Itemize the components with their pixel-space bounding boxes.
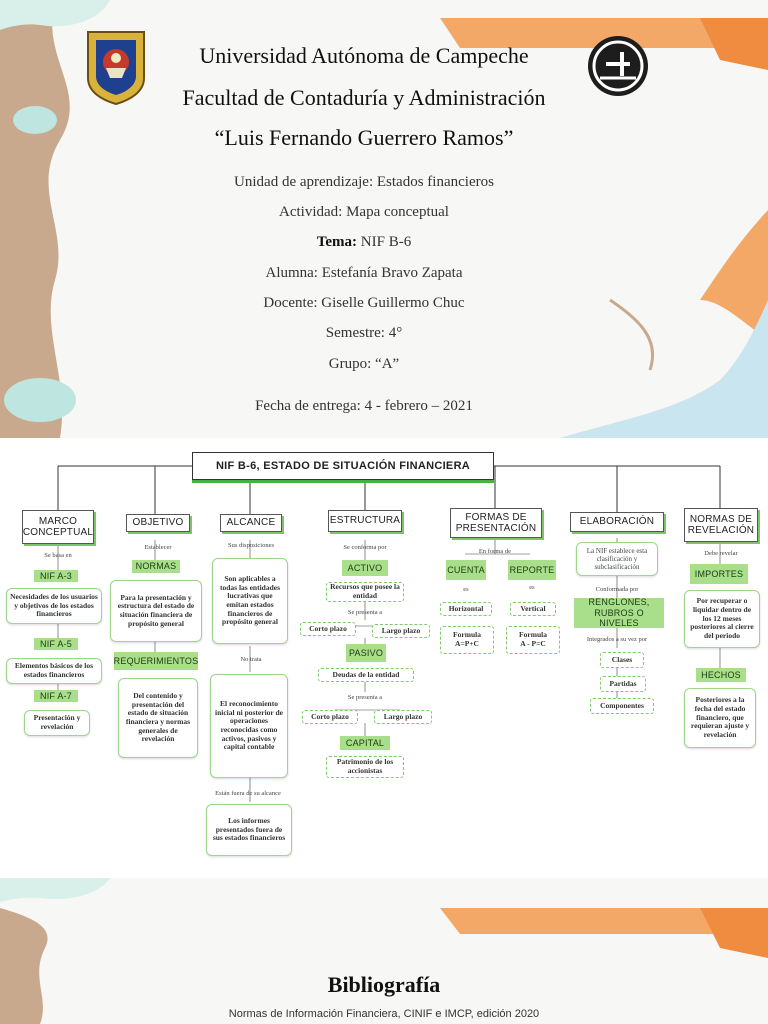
importes-tag: IMPORTES	[690, 564, 748, 584]
bibliography-slide: Bibliografía Normas de Información Finan…	[0, 878, 768, 1024]
nif-a5-tag: NIF A-5	[34, 638, 78, 650]
alcance-card-2: El reconocimiento inicial ni posterior d…	[210, 674, 288, 778]
bibliography-title: Bibliografía	[327, 972, 441, 997]
marco-conceptual-head: MARCO CONCEPTUAL	[22, 510, 94, 544]
requerimientos-tag: REQUERIMIENTOS	[114, 652, 198, 670]
estructura-head: ESTRUCTURA	[328, 510, 402, 532]
semester-line: Semestre: 4°	[325, 325, 403, 341]
clases-card: Clases	[600, 652, 644, 668]
normas-tag: NORMAS	[132, 560, 180, 573]
activo-tag: ACTIVO	[342, 560, 388, 576]
alcance-connector-3: Están fuera de su alcance	[215, 790, 281, 797]
activo-card: Recursos que posee la entidad	[326, 582, 404, 602]
normas-card: Para la presentación y estructura del es…	[110, 580, 202, 642]
objetivo-head: OBJETIVO	[126, 514, 190, 532]
faculty-honor-name: “Luis Fernando Guerrero Ramos”	[214, 125, 514, 150]
importes-card: Por recuperar o liquidar dentro de los 1…	[684, 590, 760, 648]
pasivo-card: Deudas de la entidad	[318, 668, 414, 682]
nif-a7-card: Presentación y revelación	[24, 710, 90, 736]
componentes-card: Componentes	[590, 698, 654, 714]
formas-connector: En forma de	[478, 548, 512, 555]
topic-line: Tema: NIF B-6	[316, 234, 412, 250]
university-name: Universidad Autónoma de Campeche	[199, 43, 529, 68]
vertical-card: Vertical	[510, 602, 556, 616]
renglones-tag: RENGLONES, RUBROS O NIVELES	[574, 597, 664, 628]
capital-card: Patrimonio de los accionistas	[326, 756, 404, 778]
alcance-card-3: Los informes presentados fuera de sus es…	[206, 804, 292, 856]
cuenta-tag: CUENTA	[446, 560, 486, 580]
teacher-line: Docente: Giselle Guillermo Chuc	[263, 295, 465, 311]
activity-line: Actividad: Mapa conceptual	[279, 204, 449, 220]
pasivo-tag: PASIVO	[346, 644, 386, 662]
hechos-tag: HECHOS	[696, 668, 746, 682]
partidas-card: Partidas	[600, 676, 646, 692]
alcance-card-1: Son aplicables a todas las entidades luc…	[212, 558, 288, 644]
cuenta-es-connector: es	[463, 586, 469, 593]
faculty-name: Facultad de Contaduría y Administración	[182, 85, 546, 110]
activo-long-term: Largo plazo	[372, 624, 430, 638]
elaboracion-head: ELABORACIÓN	[570, 512, 664, 532]
alcance-connector-2: No trata	[240, 656, 262, 663]
concept-map-title: NIF B-6, ESTADO DE SITUACIÓN FINANCIERA	[192, 452, 494, 480]
nif-a5-card: Elementos básicos de los estados financi…	[6, 658, 102, 684]
elaboracion-connector-1: Conformada por	[595, 586, 639, 593]
requerimientos-card: Del contenido y presentación del estado …	[118, 678, 198, 758]
objetivo-connector: Establecer	[144, 544, 172, 551]
estructura-connector-3: Se presenta a	[347, 694, 383, 701]
group-line: Grupo: “A”	[328, 356, 400, 372]
alcance-connector-1: Sus disposiciones	[227, 542, 275, 549]
concept-map-slide: NIF B-6, ESTADO DE SITUACIÓN FINANCIERA …	[0, 448, 768, 866]
marco-connector: Se basa en	[44, 552, 72, 559]
reporte-es-connector: es	[529, 584, 535, 591]
formas-presentacion-head: FORMAS DE PRESENTACIÓN	[450, 508, 542, 538]
unit-line: Unidad de aprendizaje: Estados financier…	[234, 174, 494, 190]
nif-a3-card: Necesidades de los usuarios y objetivos …	[6, 588, 102, 624]
elaboracion-card: La NIF establece esta clasificación y su…	[576, 542, 658, 576]
nif-a3-tag: NIF A-3	[34, 570, 78, 582]
student-line: Alumna: Estefanía Bravo Zapata	[265, 265, 463, 281]
nif-a7-tag: NIF A-7	[34, 690, 78, 702]
normas-connector: Debe revelar	[704, 550, 738, 557]
pasivo-short-term: Corto plazo	[302, 710, 358, 724]
elaboracion-connector-2: Integrados a su vez por	[586, 636, 648, 643]
cover-decoration	[0, 0, 768, 438]
capital-tag: CAPITAL	[340, 736, 390, 750]
activo-short-term: Corto plazo	[300, 622, 356, 636]
bibliography-decoration	[0, 878, 768, 1024]
due-date-line: Fecha de entrega: 4 - febrero – 2021	[255, 398, 473, 414]
cover-slide: Universidad Autónoma de Campeche Faculta…	[0, 0, 768, 438]
estructura-connector-1: Se conforma por	[343, 544, 387, 551]
reporte-tag: REPORTE	[508, 560, 556, 580]
estructura-connector-2: Se presenta a	[347, 609, 383, 616]
pasivo-long-term: Largo plazo	[374, 710, 432, 724]
hechos-card: Posteriores a la fecha del estado financ…	[684, 688, 756, 748]
normas-revelacion-head: NORMAS DE REVELACIÓN	[684, 508, 758, 542]
alcance-head: ALCANCE	[220, 514, 282, 532]
horizontal-card: Horizontal	[440, 602, 492, 616]
university-seal-icon	[87, 31, 145, 106]
bibliography-entry: Normas de Información Financiera, CINIF …	[228, 1008, 540, 1020]
faculty-emblem-icon	[588, 36, 648, 96]
